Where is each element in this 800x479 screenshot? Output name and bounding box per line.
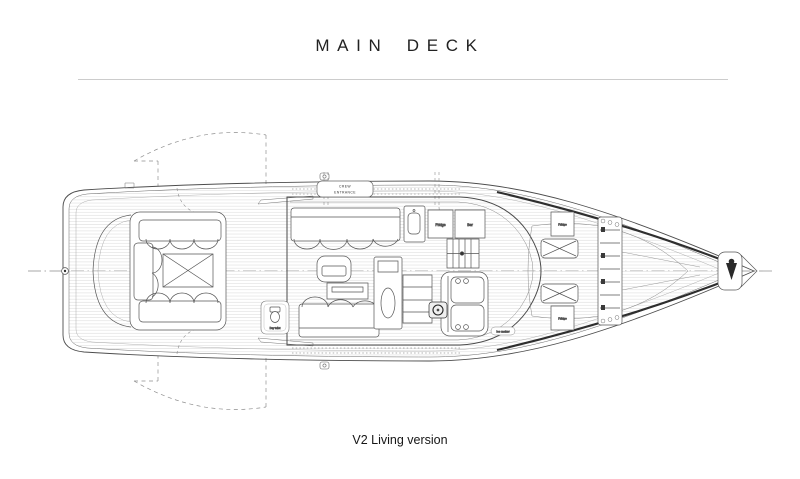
- bow-fridge-starboard-label: Fridge: [558, 317, 567, 321]
- title-separator-line: [78, 79, 728, 80]
- crew-entrance-label-line1: CREW: [339, 185, 351, 189]
- aft-sofa: [134, 220, 221, 322]
- bow-seat-starboard: [541, 284, 578, 303]
- salon-bar-label: Bar: [467, 223, 473, 227]
- crew-entrance: CREW ENTRANCE: [317, 181, 373, 197]
- bow-deck-lights: [601, 219, 619, 323]
- bow-fridge-port-label: Fridge: [558, 223, 567, 227]
- page-title: MAIN DECK: [315, 36, 485, 55]
- salon-bar-cabinet: Bar: [455, 210, 485, 238]
- stern-centerline-fitting: [62, 268, 69, 275]
- galley-counter: [403, 275, 432, 323]
- helm-seat: [441, 272, 488, 336]
- ice-maker: Ice maker: [491, 327, 515, 335]
- bow-fridge-port: Fridge: [551, 212, 574, 236]
- aft-cockpit: [93, 212, 226, 330]
- salon-fridge-label: Fridge: [435, 223, 445, 227]
- salon-sofa-port: [291, 208, 400, 249]
- bow-cockpit: Fridge Fridge: [528, 212, 700, 330]
- salon-fridge-cabinet: Fridge: [428, 210, 453, 238]
- galley-island: [374, 257, 402, 329]
- bow-anchor-plate: [718, 252, 757, 290]
- salon-sink-cabinet: [404, 206, 425, 242]
- version-caption: V2 Living version: [352, 433, 448, 447]
- salon-furniture: Fridge Bar: [261, 206, 515, 337]
- salon-sideboard: [327, 283, 368, 299]
- bow-seat-port: [541, 239, 578, 258]
- day-toilet-label: Day toilet: [270, 326, 281, 330]
- side-deck-treads: [292, 189, 462, 353]
- ice-maker-label: Ice maker: [496, 330, 509, 334]
- deck-cleats: [320, 173, 329, 369]
- brand-emblem-icon: [726, 258, 737, 280]
- bow-fridge-starboard: Fridge: [551, 306, 574, 330]
- crew-entrance-label-line2: ENTRANCE: [334, 191, 356, 195]
- day-toilet: Day toilet: [261, 301, 289, 334]
- coffee-table: [317, 256, 351, 282]
- bow-sunpad-steps: [598, 217, 622, 325]
- aft-cockpit-table: [163, 254, 213, 287]
- steering-wheel: [429, 302, 447, 318]
- companionway-stairs: [447, 239, 479, 268]
- fold-out-terrace-dashed-outline: [134, 132, 266, 409]
